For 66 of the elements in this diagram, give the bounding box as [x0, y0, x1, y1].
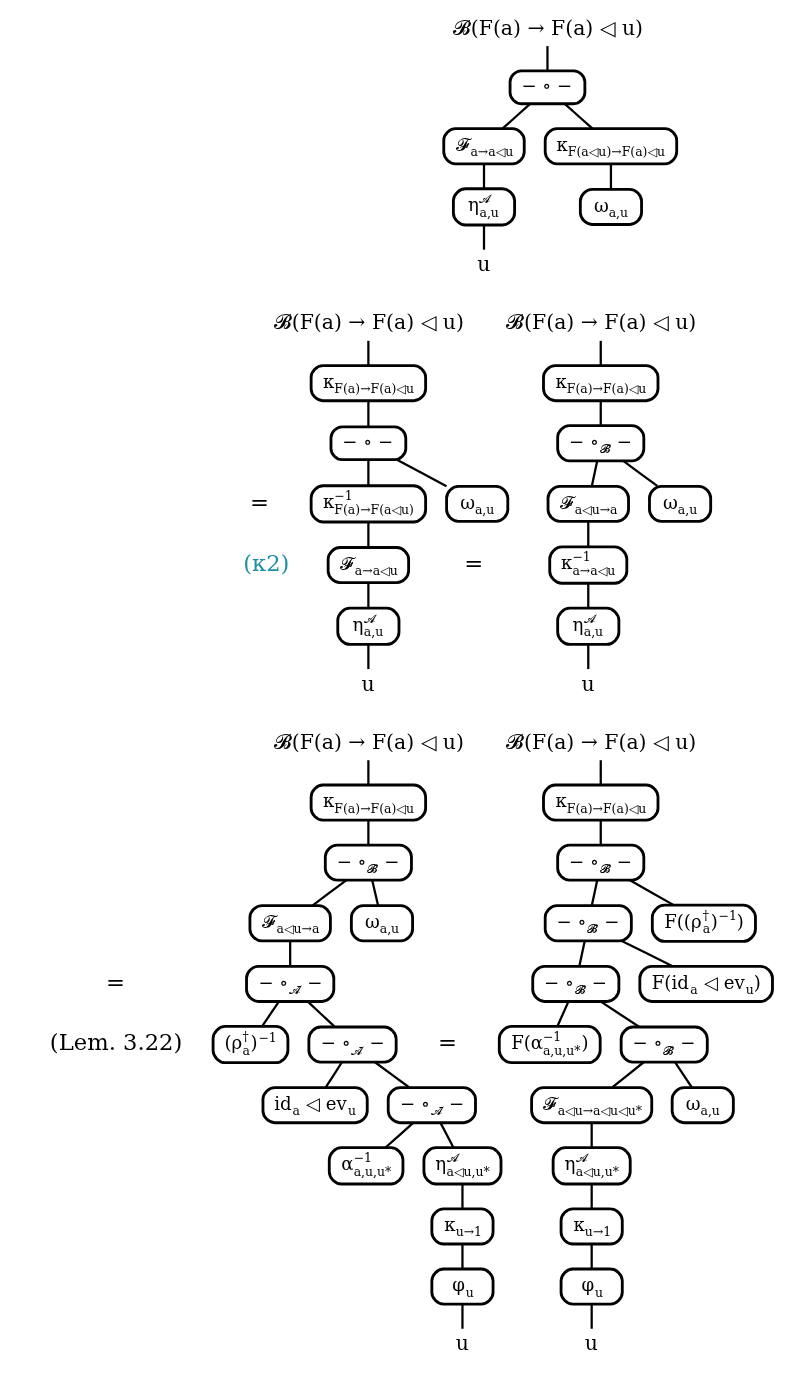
connector	[599, 401, 602, 426]
node-text: u	[477, 252, 491, 277]
connector	[590, 1122, 593, 1148]
connector	[587, 521, 590, 547]
node-text: 𝓑(F(a) → F(a) ◁ u)	[273, 729, 464, 754]
connector	[367, 522, 370, 548]
connector	[307, 1000, 336, 1028]
label: =	[438, 1029, 458, 1056]
connector	[590, 460, 599, 487]
node-text: u	[581, 671, 595, 696]
connector	[629, 879, 675, 907]
connector	[546, 46, 549, 71]
connector	[590, 1184, 593, 1209]
connector	[367, 644, 370, 670]
connector	[590, 1304, 593, 1329]
label: (κ2)	[243, 549, 290, 576]
connector	[461, 1304, 464, 1329]
label: =	[464, 549, 484, 576]
connector	[439, 1122, 455, 1148]
connector	[587, 644, 590, 670]
connector	[461, 1244, 464, 1269]
node-text: 𝓑(F(a) → F(a) ◁ u)	[452, 15, 643, 40]
connector	[621, 939, 674, 968]
connector	[374, 1061, 410, 1089]
connector	[367, 340, 370, 366]
connector	[590, 880, 599, 906]
connector	[482, 163, 486, 189]
connector	[289, 940, 292, 966]
connector	[367, 820, 370, 845]
connector	[622, 460, 658, 487]
connector	[312, 879, 347, 907]
connector	[324, 1061, 343, 1088]
node-text: u	[584, 1331, 599, 1356]
connector	[599, 340, 602, 366]
connector	[461, 1184, 464, 1209]
connector	[367, 459, 370, 486]
connector	[261, 1000, 280, 1027]
node-text: u	[361, 671, 375, 696]
connector	[609, 163, 613, 189]
connector	[367, 760, 370, 785]
connector	[556, 1001, 570, 1027]
node-text: 𝓑(F(a) → F(a) ◁ u)	[273, 310, 464, 335]
connector	[564, 103, 594, 130]
node-box: − ∘ −	[329, 425, 408, 462]
connector	[384, 1122, 414, 1149]
connector	[367, 401, 370, 427]
connector	[367, 582, 370, 608]
connector	[396, 458, 448, 488]
connector	[501, 103, 531, 130]
node-box: − ∘ −	[508, 69, 587, 106]
connector	[371, 880, 380, 906]
connector	[578, 940, 586, 967]
connector	[599, 760, 602, 785]
connector	[482, 225, 486, 250]
label: =	[249, 488, 269, 515]
connector	[587, 583, 590, 608]
connector	[674, 1061, 693, 1088]
connector	[590, 1244, 593, 1269]
node-text: 𝓑(F(a) → F(a) ◁ u)	[506, 729, 697, 754]
connector	[599, 820, 602, 845]
node-text: u	[455, 1331, 469, 1356]
connector	[611, 1061, 645, 1089]
node-text: 𝓑(F(a) → F(a) ◁ u)	[506, 310, 697, 335]
label: =	[105, 968, 125, 995]
connector	[600, 1000, 640, 1028]
label: (Lem. 3.22)	[49, 1029, 183, 1056]
